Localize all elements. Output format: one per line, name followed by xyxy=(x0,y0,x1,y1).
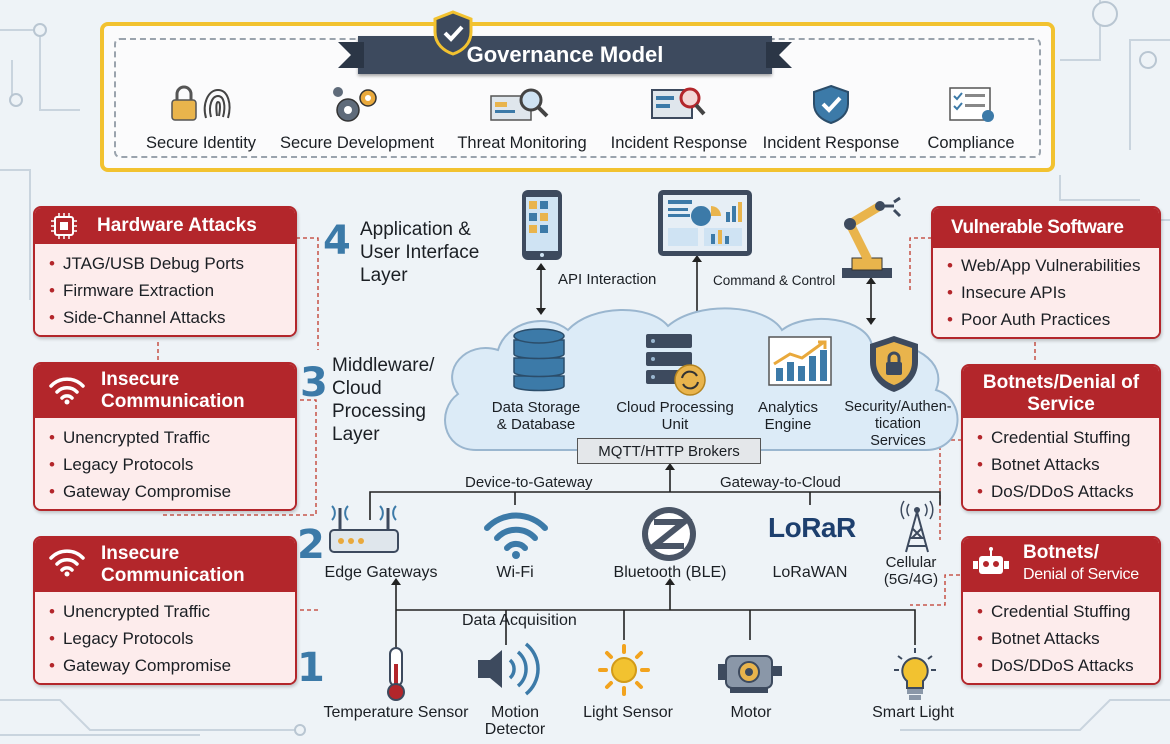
database-icon xyxy=(513,328,565,392)
data-acquisition-label: Data Acquisition xyxy=(462,612,577,629)
thermometer-icon xyxy=(387,647,405,701)
threat-item: Insecure APIs xyxy=(947,279,1159,306)
threat-card-subtitle: Denial of Service xyxy=(1023,566,1139,583)
wifi-label: Wi-Fi xyxy=(496,564,534,581)
gov-item-secure-identity: Secure Identity xyxy=(121,84,281,153)
gears-icon xyxy=(333,87,377,122)
threat-card-title: Hardware Attacks xyxy=(35,208,295,244)
motion-sensor-icon xyxy=(478,642,540,696)
sun-icon xyxy=(598,644,650,696)
threat-item: Side-Channel Attacks xyxy=(49,304,295,331)
threat-item: Unencrypted Traffic xyxy=(49,598,295,625)
command-control-label: Command & Control xyxy=(713,273,836,288)
layer-3-title: Middleware/ Cloud Processing Layer xyxy=(332,355,435,445)
threat-card-vulnerable-software: Vulnerable Software Web/App Vulnerabilit… xyxy=(931,206,1161,339)
alert-screen-icon xyxy=(651,87,706,119)
router-icon xyxy=(329,505,399,553)
lora-logo: LoRaR xyxy=(768,512,856,543)
device-to-gateway-label: Device-to-Gateway xyxy=(465,474,593,491)
motor-icon xyxy=(718,655,782,693)
motor-label: Motor xyxy=(730,704,772,721)
threat-card-botnets-dos-2: Botnets/ Denial of Service Credential St… xyxy=(961,536,1161,685)
gov-item-compliance: Compliance xyxy=(891,84,1051,153)
threat-item: Unencrypted Traffic xyxy=(49,424,295,451)
cellular-label: Cellular (5G/4G) xyxy=(883,554,939,588)
threat-item: Credential Stuffing xyxy=(977,424,1159,451)
smart-bulb-icon xyxy=(894,648,936,700)
governance-title: Governance Model xyxy=(338,36,792,74)
threat-item: Poor Auth Practices xyxy=(947,306,1159,333)
threat-card-title: Insecure Communication xyxy=(35,364,295,418)
dashboard-tablet-icon xyxy=(658,190,752,256)
layer-1-number: 1 xyxy=(297,645,325,691)
gov-item-incident-response-2: Incident Response xyxy=(751,84,911,153)
wifi-signal-icon xyxy=(484,512,548,559)
threat-item: Legacy Protocols xyxy=(49,625,295,652)
wifi-icon xyxy=(49,549,85,577)
lorawan-label: LoRaWAN xyxy=(772,564,848,581)
threat-item: Web/App Vulnerabilities xyxy=(947,252,1159,279)
light-sensor-label: Light Sensor xyxy=(583,704,673,721)
threat-item: DoS/DDoS Attacks xyxy=(977,652,1159,679)
api-interaction-label: API Interaction xyxy=(558,271,657,288)
threat-item: Firmware Extraction xyxy=(49,277,295,304)
threat-card-title: Vulnerable Software xyxy=(933,208,1159,248)
threat-item: Gateway Compromise xyxy=(49,478,295,505)
checklist-icon xyxy=(949,87,994,122)
wifi-icon xyxy=(49,377,85,405)
threat-card-title: Botnets/ xyxy=(1023,542,1099,563)
threat-card-hardware-attacks: Hardware Attacks JTAG/USB Debug Ports Fi… xyxy=(33,206,297,337)
threat-card-insecure-communication-2: Insecure Communication Unencrypted Traff… xyxy=(33,536,297,685)
layer-4-number: 4 xyxy=(323,218,351,264)
robot-icon xyxy=(973,547,1009,574)
component-label-data-storage: Data Storage& Database xyxy=(491,399,581,433)
server-sync-icon xyxy=(646,334,706,396)
layer-2-number: 2 xyxy=(297,522,325,568)
smart-light-label: Smart Light xyxy=(872,704,954,721)
chip-icon xyxy=(51,213,77,239)
zigbee-icon xyxy=(642,507,696,561)
motion-detector-label: Motion Detector xyxy=(484,704,546,738)
bluetooth-label: Bluetooth (BLE) xyxy=(613,564,727,581)
security-shield-lock-icon xyxy=(870,336,918,392)
threat-card-insecure-communication: Insecure Communication Unencrypted Traff… xyxy=(33,362,297,511)
gateway-to-cloud-label: Gateway-to-Cloud xyxy=(720,474,841,491)
governance-shield-icon xyxy=(433,10,473,56)
analytics-chart-icon xyxy=(768,336,832,386)
cell-tower-icon xyxy=(900,500,934,553)
threat-card-title: Botnets/Denial of Service xyxy=(963,366,1159,418)
threat-item: DoS/DDoS Attacks xyxy=(977,478,1159,505)
threat-item: Botnet Attacks xyxy=(977,625,1159,652)
threat-item: Credential Stuffing xyxy=(977,598,1159,625)
edge-gateways-label: Edge Gateways xyxy=(324,564,438,581)
threat-item: Gateway Compromise xyxy=(49,652,295,679)
threat-item: JTAG/USB Debug Ports xyxy=(49,250,295,277)
gov-item-secure-development: Secure Development xyxy=(277,84,437,153)
layer-3-number: 3 xyxy=(300,360,328,406)
mqtt-broker-box: MQTT/HTTP Brokers xyxy=(577,438,761,464)
smartphone-icon xyxy=(522,190,562,260)
threat-item: Legacy Protocols xyxy=(49,451,295,478)
gov-item-incident-response: Incident Response xyxy=(599,84,759,153)
threat-item: Botnet Attacks xyxy=(977,451,1159,478)
padlock-fingerprint-icon xyxy=(171,85,231,121)
threat-card-botnets-dos: Botnets/Denial of Service Credential Stu… xyxy=(961,364,1161,511)
temperature-sensor-label: Temperature Sensor xyxy=(323,704,469,721)
robot-arm-icon xyxy=(842,196,902,278)
layer-4-title: Application & User Interface Layer xyxy=(360,219,480,286)
magnifier-screen-icon xyxy=(490,88,549,121)
gov-item-threat-monitoring: Threat Monitoring xyxy=(442,84,602,153)
shield-check-icon xyxy=(813,84,849,124)
